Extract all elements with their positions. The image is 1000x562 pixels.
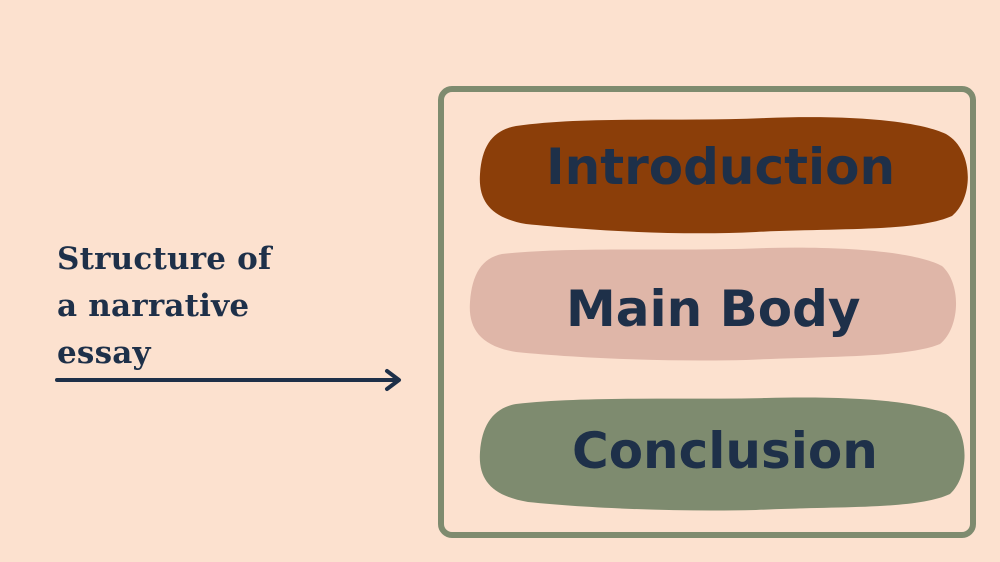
caption-line-3: essay (57, 335, 151, 371)
caption-line-1: Structure of (57, 241, 272, 277)
conclusion-label: Conclusion (572, 422, 878, 480)
main-body-label: Main Body (566, 280, 861, 338)
conclusion-shape (479, 397, 965, 511)
caption-line-2: a narrative (57, 288, 250, 324)
conclusion-blob (479, 397, 965, 511)
main-body-shape (469, 247, 957, 361)
introduction-label: Introduction (546, 138, 896, 196)
introduction-shape (479, 117, 968, 234)
diagram-caption: Structure of a narrative essay (57, 236, 317, 377)
main-body-blob (469, 247, 957, 361)
structure-frame (438, 86, 976, 538)
introduction-blob (479, 117, 968, 234)
right-arrow-icon (55, 369, 401, 391)
